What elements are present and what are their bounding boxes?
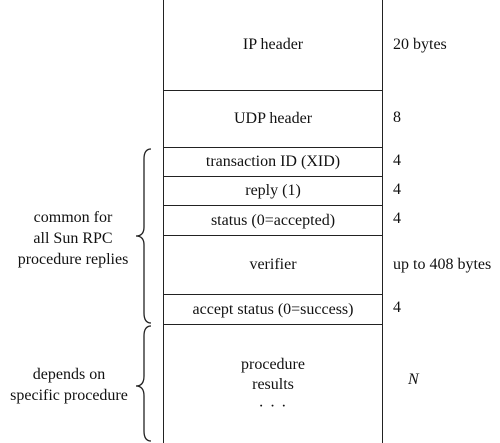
xid-size: 4 — [393, 152, 401, 169]
reply-size: 4 — [393, 181, 401, 198]
ip-header-size: 20 bytes — [393, 36, 447, 53]
procedure-results-field: procedure results · · · — [163, 324, 383, 443]
status-size: 4 — [393, 210, 401, 227]
verifier-label: verifier — [249, 256, 297, 273]
reply-field: reply (1) — [163, 176, 383, 206]
udp-header-size: 8 — [393, 109, 401, 126]
accept-status-size: 4 — [393, 299, 401, 316]
common-note: common for all Sun RPC procedure replies — [8, 207, 138, 270]
depends-brace — [135, 325, 152, 442]
ip-header-label: IP header — [242, 36, 304, 53]
status-field: status (0=accepted) — [163, 205, 383, 236]
reply-label: reply (1) — [245, 182, 301, 199]
depends-note-line-1: depends on — [32, 366, 106, 383]
depends-note-line-2: specific procedure — [10, 387, 128, 404]
procedure-results-label: procedure results — [241, 356, 305, 393]
ip-header-field: IP header — [163, 0, 383, 91]
verifier-field: verifier — [163, 235, 383, 295]
accept-status-field: accept status (0=success) — [163, 294, 383, 325]
status-label: status (0=accepted) — [210, 211, 336, 229]
xid-field: transaction ID (XID) — [163, 147, 383, 177]
common-brace — [135, 148, 152, 324]
common-note-line-2: all Sun RPC — [33, 230, 113, 247]
common-note-line-1: common for — [33, 209, 113, 226]
verifier-size: up to 408 bytes — [393, 256, 492, 273]
common-note-line-3: procedure replies — [17, 251, 129, 268]
procedure-results-ellipsis: · · · — [258, 398, 288, 415]
depends-note: depends on specific procedure — [0, 364, 138, 406]
xid-label: transaction ID (XID) — [205, 153, 341, 170]
udp-header-field: UDP header — [163, 90, 383, 148]
accept-status-label: accept status (0=success) — [192, 300, 354, 318]
procedure-results-size: N — [408, 371, 419, 388]
udp-header-label: UDP header — [233, 110, 313, 127]
